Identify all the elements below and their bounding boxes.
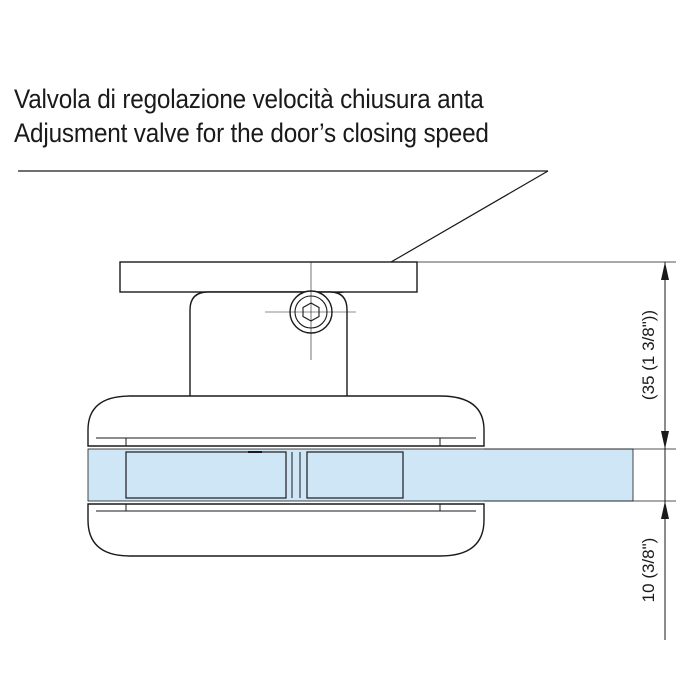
- clamp-insert-left: [125, 451, 287, 499]
- dimension-arrow-mid-bottom: [661, 501, 669, 519]
- dimension-label-upper: (35 (1 3/8")): [639, 310, 658, 400]
- caption-english: Adjusment valve for the door’s closing s…: [14, 118, 489, 148]
- lower-clamp-body: [87, 503, 485, 557]
- upper-clamp-body: [87, 395, 485, 447]
- clamp-insert-right: [306, 451, 404, 499]
- dimension-arrow-top: [661, 262, 669, 280]
- adjustment-screw: [265, 262, 356, 360]
- dimension-arrow-mid-top: [661, 431, 669, 449]
- caption-italian: Valvola di regolazione velocità chiusura…: [14, 84, 484, 114]
- top-mounting-plate: [119, 261, 418, 293]
- dimension-label-lower: 10 (3/8"): [639, 538, 658, 603]
